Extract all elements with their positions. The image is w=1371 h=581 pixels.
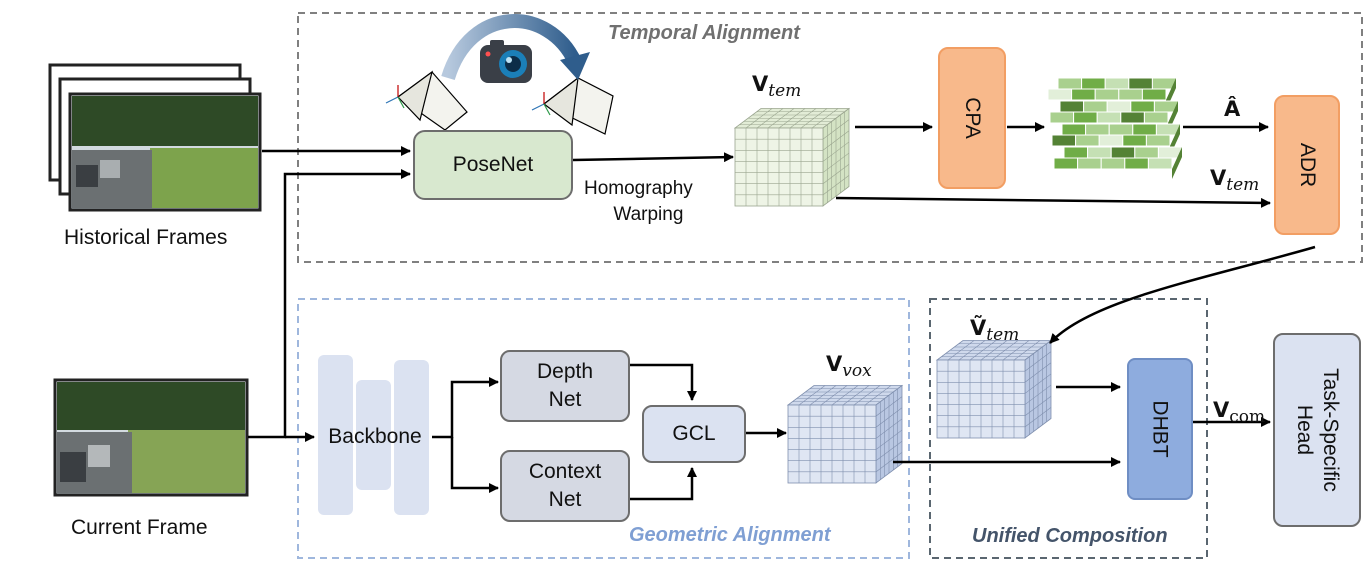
geometric-region-border	[297, 298, 910, 559]
historical-frames-label: Historical Frames	[64, 226, 228, 249]
depth-net-line1: Depth	[536, 360, 594, 383]
v-tem-label-top: Vtem	[752, 72, 802, 102]
unified-composition-title: Unified Composition	[972, 525, 1168, 547]
task-specific-head-label: Task-Specific Head	[1291, 368, 1343, 492]
temporal-region-border	[297, 12, 1363, 263]
camera-motion-arrow	[441, 14, 582, 81]
camera-frustum-left-icon	[385, 70, 468, 131]
unified-region-border	[929, 298, 1208, 559]
temporal-alignment-title: Temporal Alignment	[608, 22, 800, 44]
camera-frustum-right-icon	[531, 76, 614, 135]
v-tem-feature-volume	[733, 107, 851, 207]
v-tem-label-lower: Vtem	[1210, 166, 1260, 196]
warping-line: Warping	[613, 204, 684, 225]
head-line1: Task-Specific	[1319, 368, 1343, 492]
v-com-label: Vcom	[1213, 398, 1266, 428]
homography-line: Homography	[584, 178, 693, 199]
posenet-label: PoseNet	[452, 153, 534, 176]
geometric-alignment-title: Geometric Alignment	[629, 524, 831, 546]
backbone-bar-3	[394, 360, 429, 515]
backbone-bar-2	[356, 380, 391, 490]
task-specific-head-module: Task-Specific Head	[1273, 333, 1361, 527]
context-net-module: Context Net	[500, 450, 630, 522]
gcl-module: GCL	[642, 405, 746, 463]
dhbt-label: DHBT	[1148, 400, 1172, 458]
camera-motion-arrowhead	[560, 52, 590, 80]
depth-net-module: Depth Net	[500, 350, 630, 422]
head-line2: Head	[1293, 404, 1317, 456]
v-vox-label: Vvox	[826, 352, 872, 382]
context-net-line1: Context	[528, 460, 602, 483]
v-vox-feature-volume	[786, 384, 904, 484]
current-frame-label: Current Frame	[71, 516, 208, 539]
cpa-label: CPA	[961, 97, 984, 139]
backbone-bar-1	[318, 355, 353, 515]
homography-warping-label: Homography Warping	[584, 176, 693, 228]
context-net-line2: Net	[548, 488, 582, 511]
flow-arrows	[248, 122, 1316, 501]
cpa-module: CPA	[938, 47, 1006, 189]
camera-icon	[480, 40, 532, 83]
v-tilde-tem-label: Ṽtem	[970, 316, 1020, 346]
adr-module: ADR	[1274, 95, 1340, 235]
attention-map-a-hat	[1047, 77, 1183, 179]
posenet-module: PoseNet	[413, 130, 573, 200]
adr-label: ADR	[1296, 142, 1319, 188]
current-frame-image	[53, 378, 249, 497]
a-hat-label: Â	[1224, 97, 1241, 121]
historical-frames-image	[48, 63, 262, 212]
gcl-label: GCL	[672, 422, 716, 445]
dhbt-module: DHBT	[1127, 358, 1193, 500]
backbone-label: Backbone	[328, 425, 422, 448]
depth-net-line2: Net	[548, 388, 582, 411]
v-tilde-tem-feature-volume	[935, 339, 1053, 439]
